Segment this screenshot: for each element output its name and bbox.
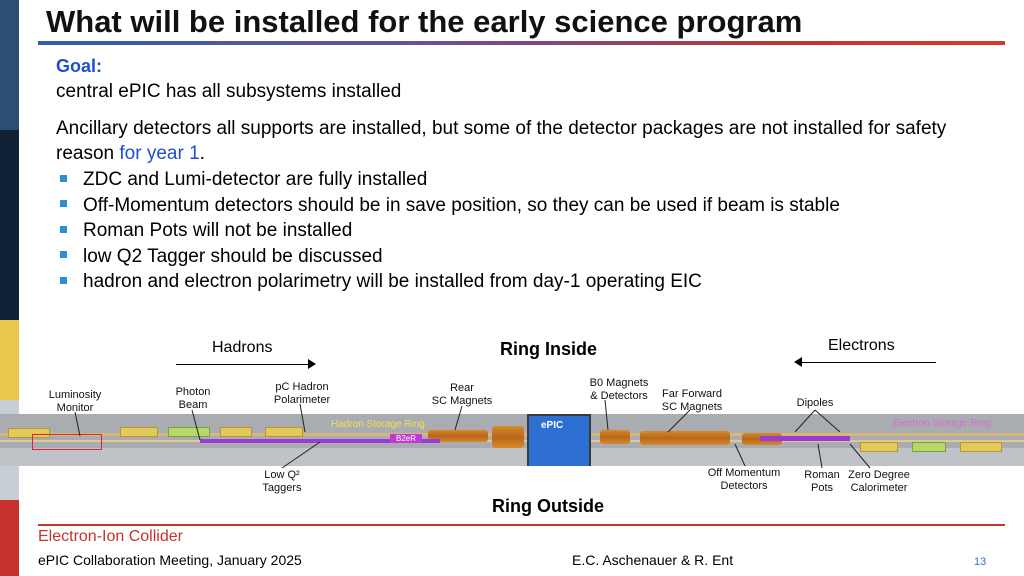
epic-label: ePIC: [541, 420, 564, 431]
hadrons-label: Hadrons: [212, 339, 273, 356]
slide-title: What will be installed for the early sci…: [46, 4, 803, 39]
footer-meeting: ePIC Collaboration Meeting, January 2025: [38, 552, 302, 568]
ancillary-paragraph: Ancillary detectors all supports are ins…: [56, 116, 1006, 166]
page-number: 13: [974, 556, 987, 568]
electrons-arrow: [798, 362, 936, 363]
low-q2-taggers-label: Low Q² Taggers: [262, 469, 302, 494]
list-item: Off-Momentum detectors should be in save…: [56, 193, 840, 219]
far-forward-magnets-label: Far Forward SC Magnets: [661, 388, 723, 413]
goal-label: Goal:: [56, 56, 103, 76]
bullet-square-icon: [60, 251, 67, 259]
bullet-text: ZDC and Lumi-detector are fully installe…: [83, 169, 428, 190]
bullet-text: low Q2 Tagger should be discussed: [83, 245, 383, 267]
pointer-lines: [74, 399, 871, 469]
electrons-label: Electrons: [828, 337, 895, 354]
luminosity-box: [32, 434, 102, 450]
b0-magnets-label: B0 Magnets & Detectors: [589, 377, 649, 402]
roman-pots-label: Roman Pots: [804, 469, 840, 494]
hadron-storage-ring-label: Hadron Storage Ring: [331, 419, 425, 430]
list-item: ZDC and Lumi-detector are fully installe…: [56, 167, 840, 193]
pc-hadron-polarimeter-label: pC Hadron Polarimeter: [273, 381, 331, 406]
bullet-text: Roman Pots will not be installed: [83, 220, 353, 241]
off-momentum-detectors-label: Off Momentum Detectors: [707, 467, 781, 492]
left-decorative-strip: [0, 0, 19, 576]
ancillary-text: Ancillary detectors all supports are ins…: [56, 118, 947, 164]
bullet-list: ZDC and Lumi-detector are fully installe…: [56, 167, 840, 295]
epic-detector: [527, 414, 591, 466]
bullet-square-icon: [60, 225, 67, 233]
bullet-square-icon: [60, 276, 67, 284]
bullet-text: hadron and electron polarimetry will be …: [83, 271, 702, 292]
arrow-right-icon: [308, 359, 316, 369]
bullet-square-icon: [60, 200, 67, 208]
luminosity-monitor-label: Luminosity Monitor: [48, 389, 102, 414]
bullet-text: Off-Momentum detectors should be in save…: [83, 194, 840, 216]
dipoles-label: Dipoles: [796, 397, 834, 409]
bullet-square-icon: [60, 174, 67, 182]
list-item: Roman Pots will not be installed: [56, 218, 840, 244]
electron-storage-ring-label: Electron Storage Ring: [893, 418, 991, 429]
ring-inside-label: Ring Inside: [500, 339, 598, 359]
eic-logo: Electron-Ion Collider: [38, 528, 183, 545]
zero-degree-calorimeter-label: Zero Degree Calorimeter: [848, 469, 910, 494]
list-item: hadron and electron polarimetry will be …: [56, 269, 840, 295]
rear-sc-magnets-label: Rear SC Magnets: [431, 382, 493, 407]
beamline-image: ePIC: [0, 414, 1024, 466]
photon-beam-label: Photon Beam: [175, 386, 211, 411]
goal-text: central ePIC has all subsystems installe…: [56, 81, 402, 102]
footer-divider: [38, 524, 1005, 526]
ring-outside-label: Ring Outside: [492, 496, 604, 516]
hadrons-arrow: [176, 364, 314, 365]
arrow-left-icon: [794, 357, 802, 367]
footer-authors: E.C. Aschenauer & R. Ent: [572, 552, 734, 568]
ancillary-highlight: for year 1: [119, 143, 200, 164]
b2er-label: B2eR: [390, 434, 423, 443]
ancillary-end: .: [199, 143, 205, 164]
title-underline: [38, 41, 1005, 45]
list-item: low Q2 Tagger should be discussed: [56, 244, 840, 270]
